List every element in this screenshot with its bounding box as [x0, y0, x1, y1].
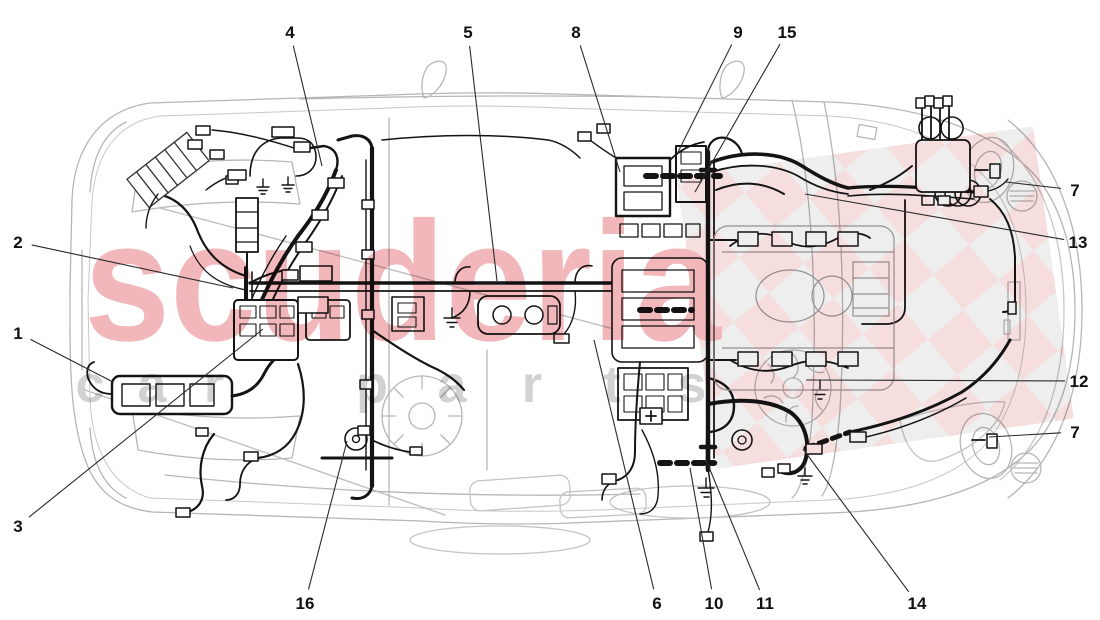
callout-number[interactable]: 6 — [652, 594, 661, 613]
rear-window-lines — [131, 159, 301, 213]
callout-3[interactable]: 3 — [13, 328, 264, 536]
harness-layer — [86, 95, 1017, 542]
callout-number[interactable]: 10 — [705, 594, 724, 613]
callout-leader-line — [705, 459, 761, 591]
mirror-fin-right — [719, 60, 745, 99]
callout-7-6[interactable]: 7 — [1005, 181, 1080, 200]
car-outer-silhouette — [69, 92, 1076, 525]
callout-leader-line — [469, 45, 498, 282]
callout-number[interactable]: 4 — [285, 23, 295, 42]
checkered-flag — [676, 126, 1074, 469]
callout-number[interactable]: 9 — [733, 23, 742, 42]
callout-number[interactable]: 5 — [463, 23, 472, 42]
callout-leader-line — [28, 328, 264, 518]
door-sill-lines — [164, 95, 661, 496]
callout-leader-line — [31, 244, 234, 289]
callout-4[interactable]: 4 — [285, 23, 323, 167]
callout-number[interactable]: 15 — [778, 23, 797, 42]
callout-14[interactable]: 14 — [802, 448, 927, 613]
body-panel-line — [388, 117, 488, 506]
callout-11[interactable]: 11 — [705, 459, 774, 613]
harness-low-left — [256, 362, 305, 460]
callout-leader-line — [30, 338, 114, 383]
watermark-subtitle-letter: r — [522, 356, 542, 414]
callout-12[interactable]: 12 — [805, 372, 1089, 391]
callout-number[interactable]: 14 — [908, 594, 927, 613]
callout-7-7[interactable]: 7 — [988, 423, 1080, 442]
callout-number[interactable]: 3 — [13, 517, 22, 536]
control-unit-box — [614, 156, 672, 218]
watermark-subtitle-letter: r — [204, 356, 224, 414]
watermark-brand: scuderia — [84, 187, 722, 377]
callout-2[interactable]: 2 — [13, 233, 234, 289]
callout-leader-line — [988, 432, 1062, 438]
seat-outline — [409, 474, 771, 555]
callout-leader-line — [1005, 181, 1062, 189]
d-connector — [477, 295, 561, 335]
callout-number[interactable]: 1 — [13, 324, 22, 343]
callout-10[interactable]: 10 — [689, 467, 724, 613]
car-inner-line — [87, 105, 1027, 512]
callout-number[interactable]: 11 — [756, 594, 774, 613]
callout-13[interactable]: 13 — [804, 193, 1088, 252]
callout-number[interactable]: 2 — [13, 233, 22, 252]
callout-1[interactable]: 1 — [13, 324, 114, 383]
watermark-subtitle-letter: a — [438, 356, 468, 414]
callout-leader-line — [677, 44, 733, 153]
callout-number[interactable]: 7 — [1070, 181, 1079, 200]
callout-leader-line — [802, 448, 910, 593]
callout-leader-line — [804, 193, 1065, 241]
harness-zigzag — [186, 432, 216, 514]
callout-16[interactable]: 16 — [296, 440, 348, 613]
callout-number[interactable]: 8 — [571, 23, 580, 42]
callout-5[interactable]: 5 — [463, 23, 498, 282]
relay-grid — [233, 299, 299, 361]
rear-bumper-arc — [81, 121, 127, 499]
callout-number[interactable]: 7 — [1070, 423, 1079, 442]
callout-leader-line — [689, 467, 713, 590]
callout-leader-line — [805, 379, 1066, 382]
callout-leader-line — [579, 45, 621, 173]
rear-deck-lines — [131, 407, 301, 461]
mirror-fin-left — [421, 60, 447, 99]
callout-number[interactable]: 16 — [296, 594, 315, 613]
callout-number[interactable]: 13 — [1069, 233, 1088, 252]
callout-6[interactable]: 6 — [593, 339, 662, 613]
front-bumper-arc — [1007, 119, 1083, 499]
battery-terminal — [639, 407, 663, 425]
watermark-subtitle-letter: t — [603, 356, 620, 414]
watermark-subtitle-letter: a — [138, 356, 168, 414]
callout-leader-line — [307, 440, 348, 590]
watermark-subtitle-letter: s — [678, 356, 707, 414]
grommet — [344, 427, 368, 451]
callout-leader-line — [292, 45, 323, 167]
watermark-subtitle-letter: p — [356, 356, 388, 414]
roof-sensor — [856, 123, 878, 141]
callout-9[interactable]: 9 — [677, 23, 743, 153]
car-body-layer — [69, 60, 1083, 555]
callout-leader-line — [593, 339, 655, 590]
callout-8[interactable]: 8 — [571, 23, 621, 173]
callout-15[interactable]: 15 — [694, 23, 797, 193]
callout-leader-line — [694, 43, 781, 193]
callout-number[interactable]: 12 — [1070, 372, 1089, 391]
harness-rear-run — [134, 188, 248, 278]
